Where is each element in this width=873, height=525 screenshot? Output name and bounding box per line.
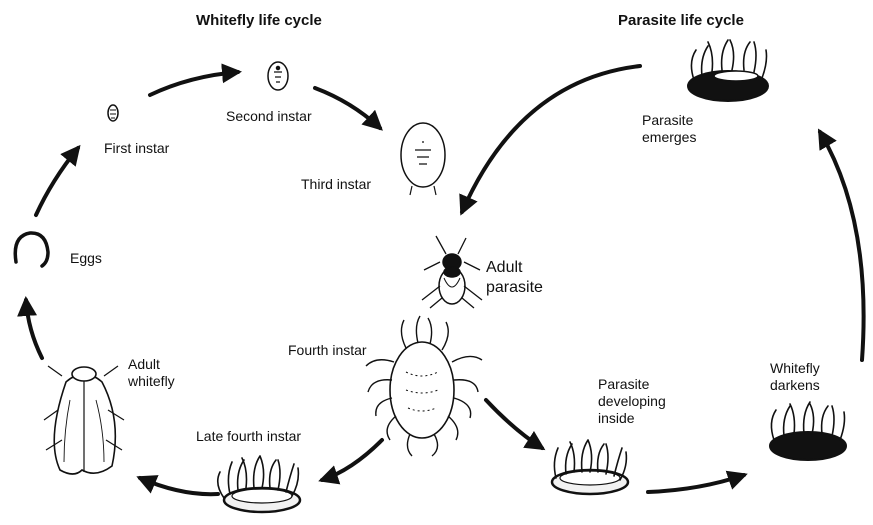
- label-second-instar: Second instar: [226, 108, 312, 125]
- label-parasite-developing-line1: Parasite: [598, 376, 666, 393]
- late-fourth-instar-drawing: [218, 456, 300, 512]
- parasite-developing-drawing: [552, 440, 628, 494]
- first-instar-drawing: [108, 105, 118, 121]
- label-fourth-instar: Fourth instar: [288, 342, 367, 359]
- arrow-fourth-instar-to-parasite-developing: [486, 400, 542, 448]
- label-adult-parasite-line2: parasite: [486, 278, 543, 298]
- label-parasite-developing-line3: inside: [598, 410, 666, 427]
- parasite-emerges-drawing: [688, 40, 768, 101]
- label-adult-parasite: Adult parasite: [486, 258, 543, 298]
- label-late-fourth-instar: Late fourth instar: [196, 428, 301, 445]
- parasite-cycle-title: Parasite life cycle: [618, 12, 744, 29]
- label-parasite-emerges-line1: Parasite: [642, 112, 696, 129]
- fourth-instar-drawing: [366, 316, 482, 456]
- adult-whitefly-drawing: [44, 366, 124, 474]
- label-parasite-developing: Parasite developing inside: [598, 376, 666, 427]
- arrow-second-to-third-instar: [315, 88, 380, 128]
- label-whitefly-darkens: Whitefly darkens: [770, 360, 820, 394]
- third-instar-drawing: [401, 123, 445, 195]
- label-adult-whitefly-line2: whitefly: [128, 373, 175, 390]
- label-whitefly-darkens-line2: darkens: [770, 377, 820, 394]
- label-adult-whitefly-line1: Adult: [128, 356, 175, 373]
- arrow-late-fourth-to-adult-whitefly: [140, 478, 218, 494]
- label-first-instar: First instar: [104, 140, 169, 157]
- arrow-eggs-to-first-instar: [36, 148, 78, 215]
- label-parasite-emerges: Parasite emerges: [642, 112, 696, 146]
- label-eggs: Eggs: [70, 250, 102, 267]
- whitefly-darkens-drawing: [770, 402, 846, 460]
- arrow-darkens-to-emerges: [820, 132, 864, 360]
- arrow-emerges-to-adult-parasite: [462, 66, 640, 212]
- label-parasite-developing-line2: developing: [598, 393, 666, 410]
- label-third-instar: Third instar: [301, 176, 371, 193]
- label-whitefly-darkens-line1: Whitefly: [770, 360, 820, 377]
- eggs-drawing: [15, 233, 48, 266]
- label-adult-whitefly: Adult whitefly: [128, 356, 175, 390]
- arrow-first-to-second-instar: [150, 72, 238, 95]
- arrow-fourth-instar-to-late-fourth: [322, 440, 382, 480]
- label-adult-parasite-line1: Adult: [486, 258, 543, 278]
- arrow-adult-whitefly-to-eggs: [26, 300, 42, 358]
- second-instar-drawing: [268, 62, 288, 90]
- arrow-developing-to-darkens: [648, 475, 744, 492]
- adult-parasite-drawing: [422, 236, 482, 308]
- label-parasite-emerges-line2: emerges: [642, 129, 696, 146]
- whitefly-cycle-title: Whitefly life cycle: [196, 12, 322, 29]
